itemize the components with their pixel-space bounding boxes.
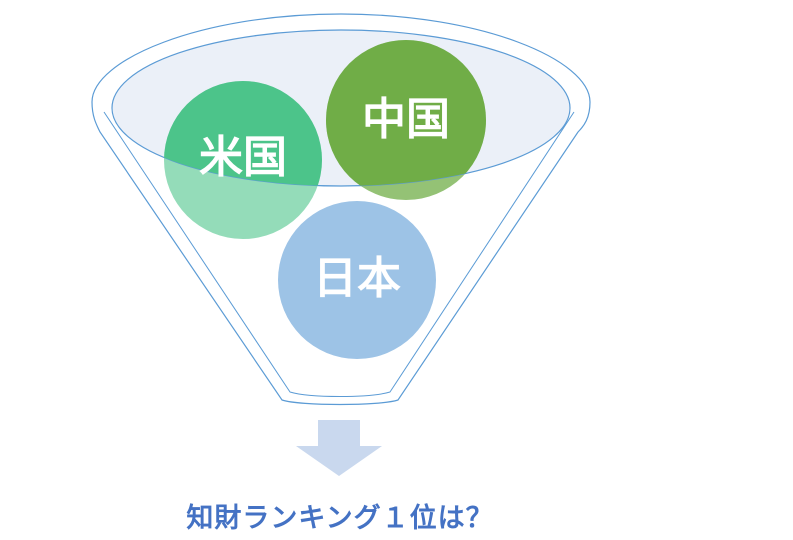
bubble-japan <box>278 201 436 359</box>
label-china: 中国 <box>362 94 450 145</box>
down-arrow-icon <box>296 420 382 476</box>
bubble-china-top <box>326 40 486 186</box>
funnel-inner-outline <box>103 111 575 397</box>
caption-question: 知財ランキング１位は？ <box>186 503 494 534</box>
label-usa: 米国 <box>199 132 287 183</box>
bubble-usa-top <box>164 81 322 186</box>
label-japan: 日本 <box>313 253 401 304</box>
